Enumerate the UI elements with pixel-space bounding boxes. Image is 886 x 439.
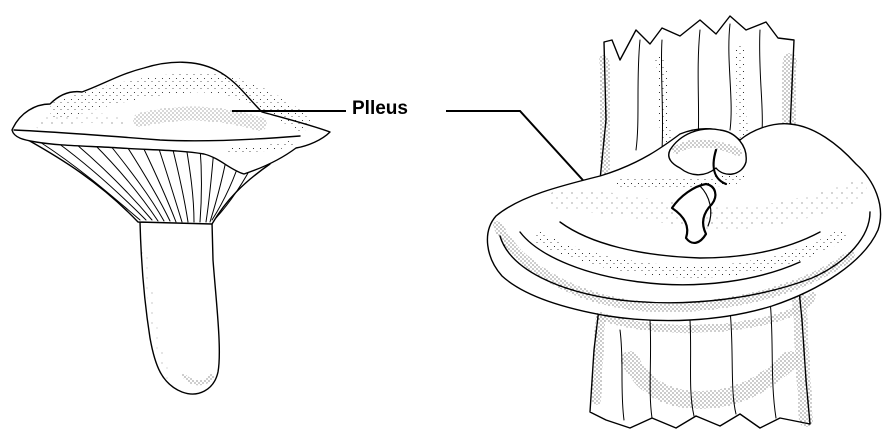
pileus-label: Plleus	[352, 98, 408, 120]
bracket-fungus	[487, 16, 880, 428]
